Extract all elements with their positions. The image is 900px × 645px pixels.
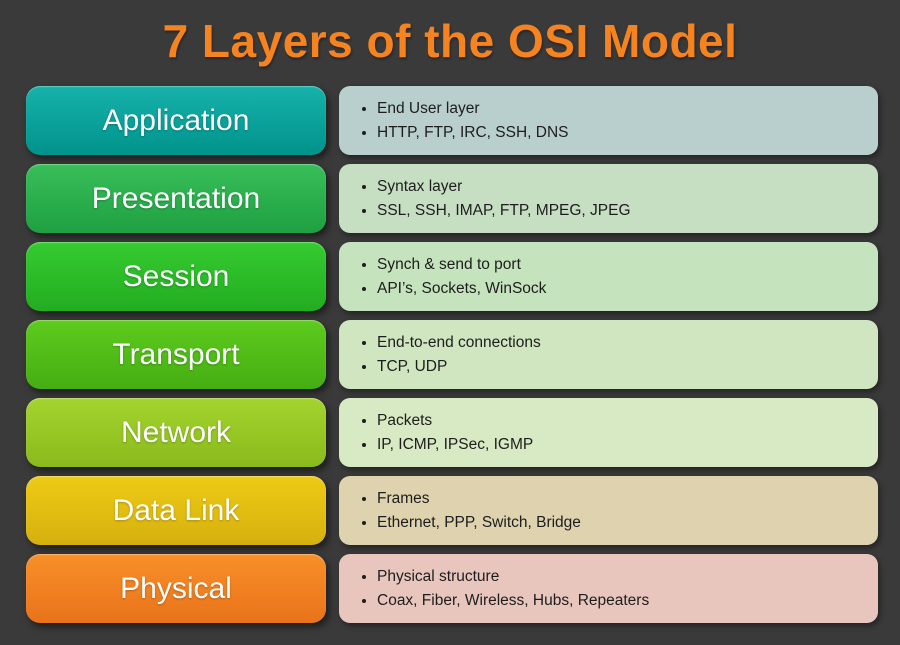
bullet-list: Physical structure Coax, Fiber, Wireless… [349, 565, 868, 613]
bullet-item: Coax, Fiber, Wireless, Hubs, Repeaters [377, 589, 868, 613]
layer-panel-physical: Physical structure Coax, Fiber, Wireless… [339, 554, 878, 623]
layer-row-network: Network Packets IP, ICMP, IPSec, IGMP [26, 398, 878, 467]
layer-label-transport: Transport [26, 320, 326, 389]
layer-label-application: Application [26, 86, 326, 155]
layer-row-data-link: Data Link Frames Ethernet, PPP, Switch, … [26, 476, 878, 545]
layer-row-physical: Physical Physical structure Coax, Fiber,… [26, 554, 878, 623]
diagram-title: 7 Layers of the OSI Model [162, 15, 738, 67]
bullet-list: Synch & send to port API’s, Sockets, Win… [349, 253, 868, 301]
bullet-item: Syntax layer [377, 175, 868, 199]
layer-label-data-link: Data Link [26, 476, 326, 545]
bullet-item: Physical structure [377, 565, 868, 589]
layer-panel-session: Synch & send to port API’s, Sockets, Win… [339, 242, 878, 311]
bullet-item: End-to-end connections [377, 331, 868, 355]
bullet-item: HTTP, FTP, IRC, SSH, DNS [377, 121, 868, 145]
bullet-item: IP, ICMP, IPSec, IGMP [377, 433, 868, 457]
layer-row-session: Session Synch & send to port API’s, Sock… [26, 242, 878, 311]
layer-label-session: Session [26, 242, 326, 311]
bullet-item: SSL, SSH, IMAP, FTP, MPEG, JPEG [377, 199, 868, 223]
bullet-list: End User layer HTTP, FTP, IRC, SSH, DNS [349, 97, 868, 145]
layer-row-presentation: Presentation Syntax layer SSL, SSH, IMAP… [26, 164, 878, 233]
bullet-list: End-to-end connections TCP, UDP [349, 331, 868, 379]
bullet-item: TCP, UDP [377, 355, 868, 379]
bullet-item: Packets [377, 409, 868, 433]
layer-panel-presentation: Syntax layer SSL, SSH, IMAP, FTP, MPEG, … [339, 164, 878, 233]
bullet-item: Ethernet, PPP, Switch, Bridge [377, 511, 868, 535]
layer-rows: Application End User layer HTTP, FTP, IR… [26, 86, 878, 623]
bullet-item: End User layer [377, 97, 868, 121]
layer-panel-transport: End-to-end connections TCP, UDP [339, 320, 878, 389]
layer-panel-data-link: Frames Ethernet, PPP, Switch, Bridge [339, 476, 878, 545]
layer-label-physical: Physical [26, 554, 326, 623]
bullet-item: Frames [377, 487, 868, 511]
bullet-list: Packets IP, ICMP, IPSec, IGMP [349, 409, 868, 457]
bullet-item: API’s, Sockets, WinSock [377, 277, 868, 301]
layer-row-application: Application End User layer HTTP, FTP, IR… [26, 86, 878, 155]
layer-label-network: Network [26, 398, 326, 467]
layer-label-presentation: Presentation [26, 164, 326, 233]
bullet-list: Syntax layer SSL, SSH, IMAP, FTP, MPEG, … [349, 175, 868, 223]
layer-row-transport: Transport End-to-end connections TCP, UD… [26, 320, 878, 389]
bullet-list: Frames Ethernet, PPP, Switch, Bridge [349, 487, 868, 535]
layer-panel-network: Packets IP, ICMP, IPSec, IGMP [339, 398, 878, 467]
bullet-item: Synch & send to port [377, 253, 868, 277]
layer-panel-application: End User layer HTTP, FTP, IRC, SSH, DNS [339, 86, 878, 155]
